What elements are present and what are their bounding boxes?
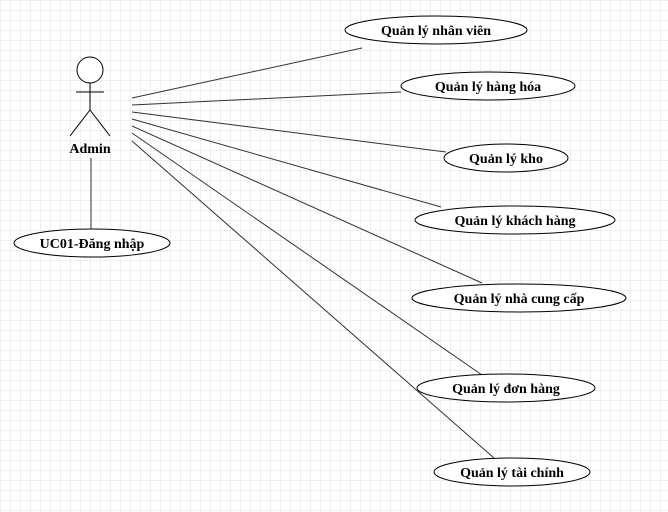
usecase-label: Quản lý kho <box>469 152 543 167</box>
association-line <box>131 140 495 459</box>
association-line <box>131 125 483 284</box>
usecase-ellipse <box>344 15 528 45</box>
association-line <box>131 111 447 153</box>
usecase-label: Quản lý nhân viên <box>381 24 491 39</box>
usecase-hang-hoa[interactable]: Quản lý hàng hóa <box>400 71 576 101</box>
actor-label: Admin <box>69 142 110 157</box>
association-line <box>131 132 483 376</box>
usecase-ellipse <box>400 71 576 101</box>
usecase-nha-cung-cap[interactable]: Quản lý nhà cung cấp <box>411 283 627 313</box>
usecase-ellipse <box>414 205 616 235</box>
usecase-nhan-vien[interactable]: Quản lý nhân viên <box>344 15 528 45</box>
usecase-ellipse <box>443 143 569 173</box>
usecase-label: Quản lý tài chính <box>460 466 564 481</box>
usecase-kho[interactable]: Quản lý kho <box>443 143 569 173</box>
actor-admin[interactable]: Admin <box>69 56 111 157</box>
usecase-label: Quản lý đơn hàng <box>452 382 560 397</box>
usecase-ellipse <box>13 228 171 258</box>
usecase-tai-chinh[interactable]: Quản lý tài chính <box>433 457 591 487</box>
usecase-don-hang[interactable]: Quản lý đơn hàng <box>416 373 596 403</box>
usecase-ellipse <box>433 457 591 487</box>
association-line <box>131 118 442 208</box>
usecase-label: Quản lý hàng hóa <box>435 80 541 95</box>
actor-left-leg <box>69 109 91 137</box>
usecase-ellipse <box>416 373 596 403</box>
association-line <box>131 91 402 106</box>
actor-right-leg <box>89 109 111 137</box>
association-line <box>131 47 363 99</box>
usecase-ellipse <box>411 283 627 313</box>
usecase-label: UC01-Đăng nhập <box>40 237 145 252</box>
usecase-label: Quản lý khách hàng <box>455 214 576 229</box>
associations <box>90 47 495 459</box>
usecase-khach-hang[interactable]: Quản lý khách hàng <box>414 205 616 235</box>
actor-head <box>76 56 104 84</box>
usecase-label: Quản lý nhà cung cấp <box>454 292 585 307</box>
usecase-login[interactable]: UC01-Đăng nhập <box>13 228 171 258</box>
